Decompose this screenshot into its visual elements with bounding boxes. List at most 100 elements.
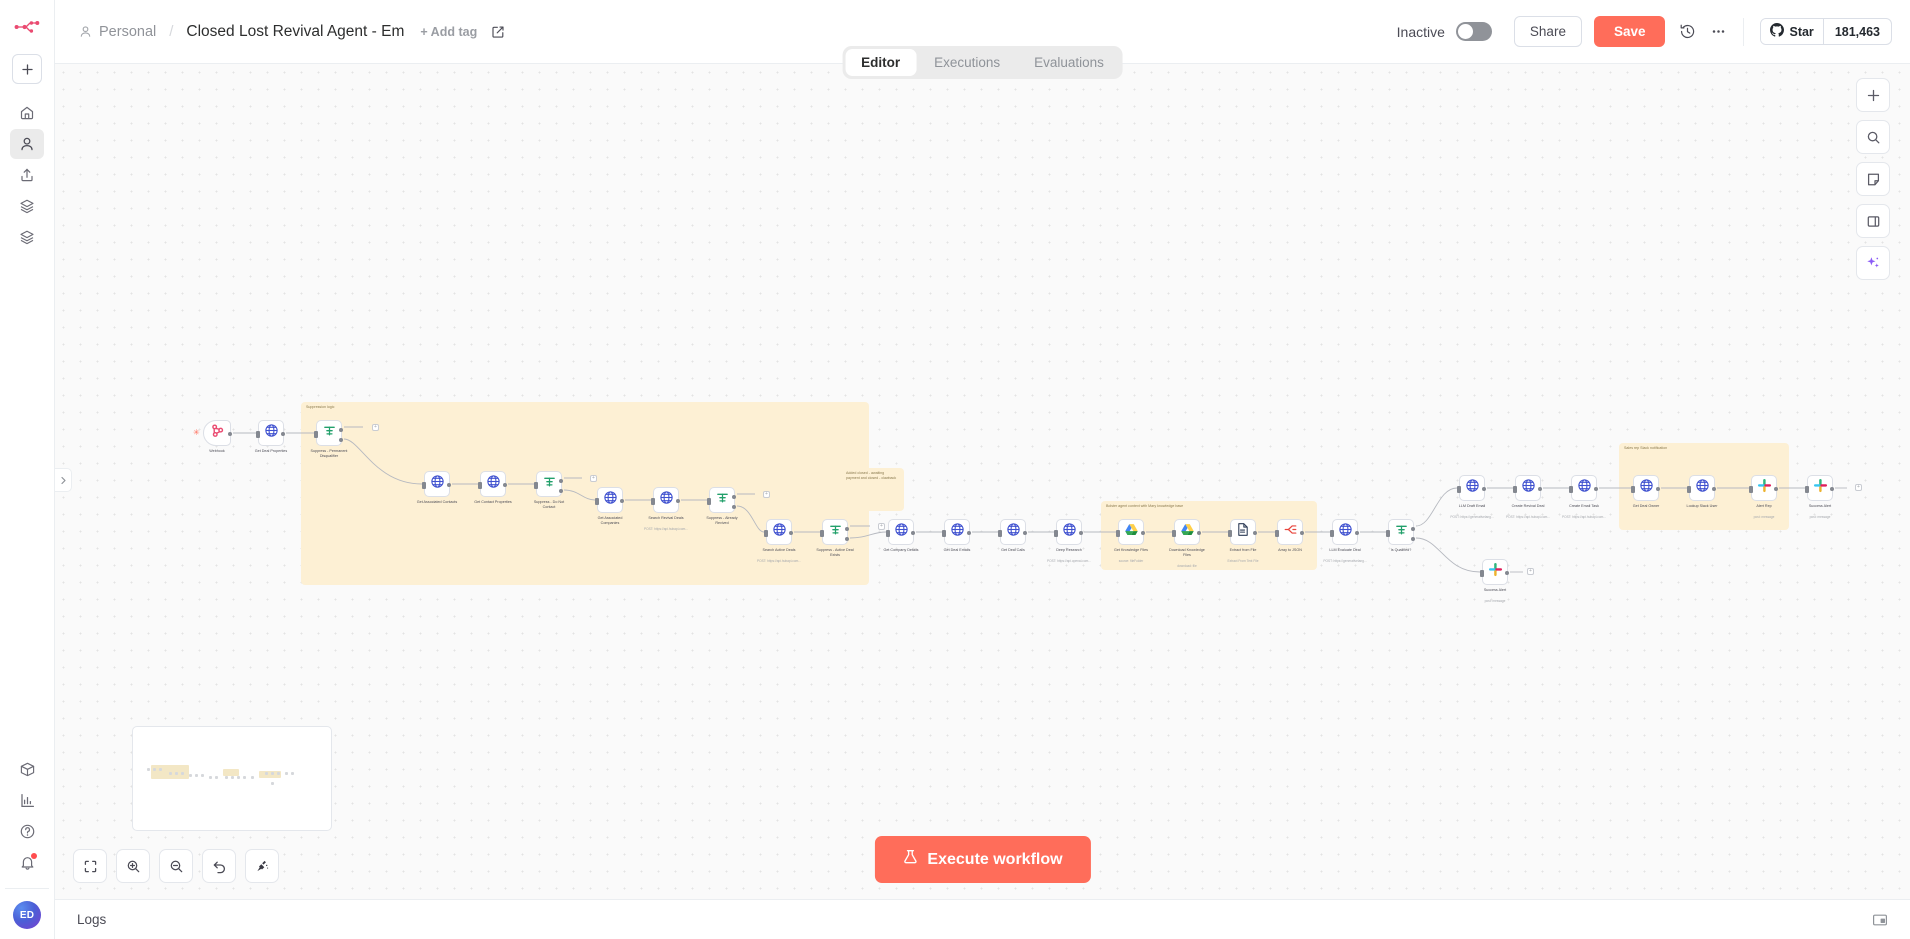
node-output-port-false[interactable] [339,438,343,442]
sidebar-item-shared[interactable] [10,160,44,190]
node-output-port-true[interactable] [339,428,343,432]
node-input-port[interactable] [595,497,599,505]
node-body[interactable] [1228,519,1257,545]
clock-history-icon[interactable] [1679,23,1696,40]
node-output-port[interactable] [911,531,915,535]
node-output-port[interactable] [503,483,507,487]
node-input-port[interactable] [1275,529,1279,537]
node-output-port[interactable] [1023,531,1027,535]
zoom-to-fit-button[interactable] [73,849,107,883]
node-output-port[interactable] [620,499,624,503]
node-body[interactable] [1513,475,1542,501]
node-output-port[interactable] [676,499,680,503]
node-lookup-slack-user[interactable]: Lookup Slack User [1687,475,1717,508]
node-input-port[interactable] [1330,529,1334,537]
node-get-deal-properties[interactable]: Get Deal Properties [255,420,287,453]
node-input-port[interactable] [1457,485,1461,493]
node-output-port[interactable] [1482,487,1486,491]
node-input-port[interactable] [534,481,538,489]
reset-zoom-button[interactable] [202,849,236,883]
sidebar-item-project-one[interactable] [10,191,44,221]
node-get-company-details[interactable]: Get Company Details [883,519,919,552]
node-output-port-false[interactable] [845,537,849,541]
n8n-logo-icon[interactable] [8,10,46,44]
node-body[interactable] [478,471,507,497]
node-output-port[interactable] [281,432,285,436]
sticky-note-added-closed-note[interactable]: Added closed - awaiting payment and clos… [841,468,904,511]
node-output-port-true[interactable] [732,495,736,499]
breadcrumb-owner[interactable]: Personal [99,23,157,40]
add-tag-button[interactable]: + Add tag [420,24,478,39]
node-output-port[interactable] [1712,487,1716,491]
node-body[interactable] [1386,519,1415,545]
node-input-port[interactable] [422,481,426,489]
node-get-associated-companies[interactable]: Get Associated Companies [595,487,624,525]
node-output-port[interactable] [1505,571,1509,575]
node-input-port[interactable] [1569,485,1573,493]
node-suppress-already-revived[interactable]: Suppress - Already Revived [706,487,738,525]
page-title[interactable]: Closed Lost Revival Agent - Em [186,22,405,40]
node-suppress-active-deal-exists[interactable]: Suppress - Active Deal Exists [816,519,854,557]
node-input-port[interactable] [1054,529,1058,537]
node-is-qualified[interactable]: Is Qualified? [1386,519,1415,552]
node-body[interactable] [1687,475,1716,501]
sticky-note-suppression-logic[interactable]: Suppression logic [301,402,869,585]
node-body[interactable] [1054,519,1083,545]
node-output-port[interactable] [789,531,793,535]
node-body[interactable] [820,519,849,545]
node-output-port-true[interactable] [1411,527,1415,531]
node-input-port[interactable] [1480,569,1484,577]
node-input-port[interactable] [256,430,260,438]
add-connected-node-button[interactable]: + [763,491,770,498]
package-icon[interactable] [10,754,44,784]
zoom-out-button[interactable] [159,849,193,883]
node-output-port[interactable] [1197,531,1201,535]
node-output-port-true[interactable] [559,479,563,483]
activate-workflow-toggle[interactable] [1455,22,1492,41]
node-body[interactable] [256,420,285,446]
node-webhook[interactable]: Webhook [203,420,232,453]
bell-icon[interactable] [10,847,44,877]
node-input-port[interactable] [1749,485,1753,493]
node-suppress-do-not-contact[interactable]: Suppress - Do Not Contact [534,471,564,509]
tab-editor[interactable]: Editor [845,49,917,76]
node-body[interactable] [1330,519,1359,545]
add-connected-node-button[interactable]: + [590,475,597,482]
node-output-port[interactable] [1079,531,1083,535]
sidebar-item-project-two[interactable] [10,222,44,252]
node-body[interactable] [1116,519,1145,545]
node-body[interactable] [595,487,624,513]
tab-evaluations[interactable]: Evaluations [1034,55,1104,70]
node-input-port[interactable] [886,529,890,537]
node-body[interactable] [886,519,915,545]
node-input-port[interactable] [314,430,318,438]
bar-chart-icon[interactable] [10,785,44,815]
node-body[interactable] [314,420,343,446]
node-output-port[interactable] [1774,487,1778,491]
node-output-port[interactable] [1538,487,1542,491]
node-body[interactable] [203,420,232,446]
add-workflow-button[interactable] [12,54,42,84]
node-output-port[interactable] [447,483,451,487]
edit-pencil-square-icon[interactable] [491,25,505,39]
node-get-deal-owner[interactable]: Get Deal Owner [1631,475,1660,508]
node-output-port-false[interactable] [1411,537,1415,541]
node-body[interactable] [1480,559,1509,585]
add-connected-node-button[interactable]: + [1527,568,1534,575]
sidebar-item-personal[interactable] [10,129,44,159]
node-body[interactable] [1805,475,1834,501]
github-star-widget[interactable]: Star 181,463 [1760,18,1892,45]
share-button[interactable]: Share [1513,16,1582,47]
add-node-button[interactable] [1856,78,1890,112]
canvas-minimap[interactable] [132,726,332,831]
node-input-port[interactable] [1513,485,1517,493]
